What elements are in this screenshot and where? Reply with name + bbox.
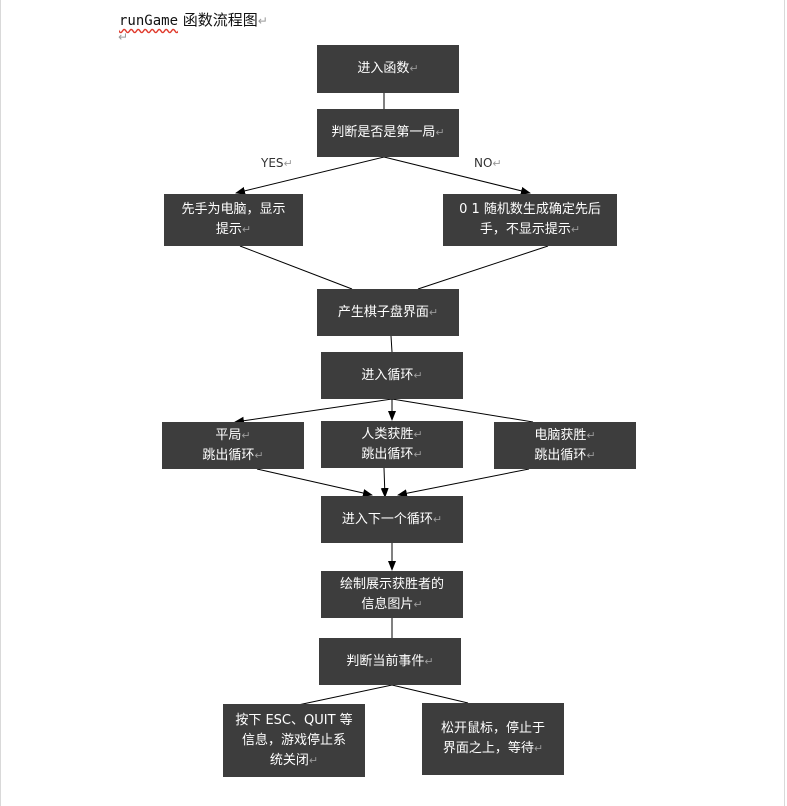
heading-code: runGame <box>119 13 179 29</box>
empty-paragraph-mark-icon: ↵ <box>118 30 129 44</box>
node-computer-first: 先手为电脑，显示 提示↵ <box>164 194 303 246</box>
connector-yes-to-board <box>239 245 353 290</box>
connector-event-to-mouse <box>391 684 469 704</box>
node-board-ui: 产生棋子盘界面↵ <box>317 289 459 336</box>
node-draw: 平局↵ 跳出循环↵ <box>162 422 304 469</box>
node-esc-quit: 按下 ESC、QUIT 等 信息，游戏停止系 统关闭↵ <box>223 704 365 777</box>
connector-event-to-esc <box>297 684 393 706</box>
page-edge-left <box>0 0 1 806</box>
connector-draw-to-next <box>256 468 373 497</box>
node-winner-image: 绘制展示获胜者的 信息图片↵ <box>321 571 463 618</box>
heading-text: 函数流程图 <box>178 11 258 29</box>
connector-loop-to-draw <box>234 398 393 425</box>
node-enter-function: 进入函数↵ <box>317 45 459 93</box>
connector-board-to-loop <box>390 335 393 353</box>
branch-label-yes: YES↵ <box>261 156 293 170</box>
document-heading: runGame 函数流程图↵ <box>119 9 268 30</box>
connector-check-to-yes <box>235 156 385 195</box>
connector-no-to-board <box>417 245 549 290</box>
node-next-loop: 进入下一个循环↵ <box>321 496 463 543</box>
node-first-game-check: 判断是否是第一局↵ <box>317 109 459 157</box>
node-enter-loop: 进入循环↵ <box>321 352 463 399</box>
node-mouse-release: 松开鼠标，停止于 界面之上，等待↵ <box>422 703 564 775</box>
connector-check-to-no <box>383 156 531 195</box>
branch-label-no: NO↵ <box>474 156 502 170</box>
connector-loop-to-computer <box>391 398 534 423</box>
node-event-check: 判断当前事件↵ <box>319 638 461 685</box>
connector-computer-to-next <box>397 468 530 498</box>
page-edge-right <box>784 0 785 806</box>
node-random-first: 0 1 随机数生成确定先后 手，不显示提示↵ <box>443 194 617 246</box>
paragraph-mark-icon: ↵ <box>257 14 268 28</box>
connector-human-to-next <box>380 467 389 498</box>
node-computer-win: 电脑获胜↵ 跳出循环↵ <box>494 422 636 469</box>
node-human-win: 人类获胜↵ 跳出循环↵ <box>321 421 463 468</box>
